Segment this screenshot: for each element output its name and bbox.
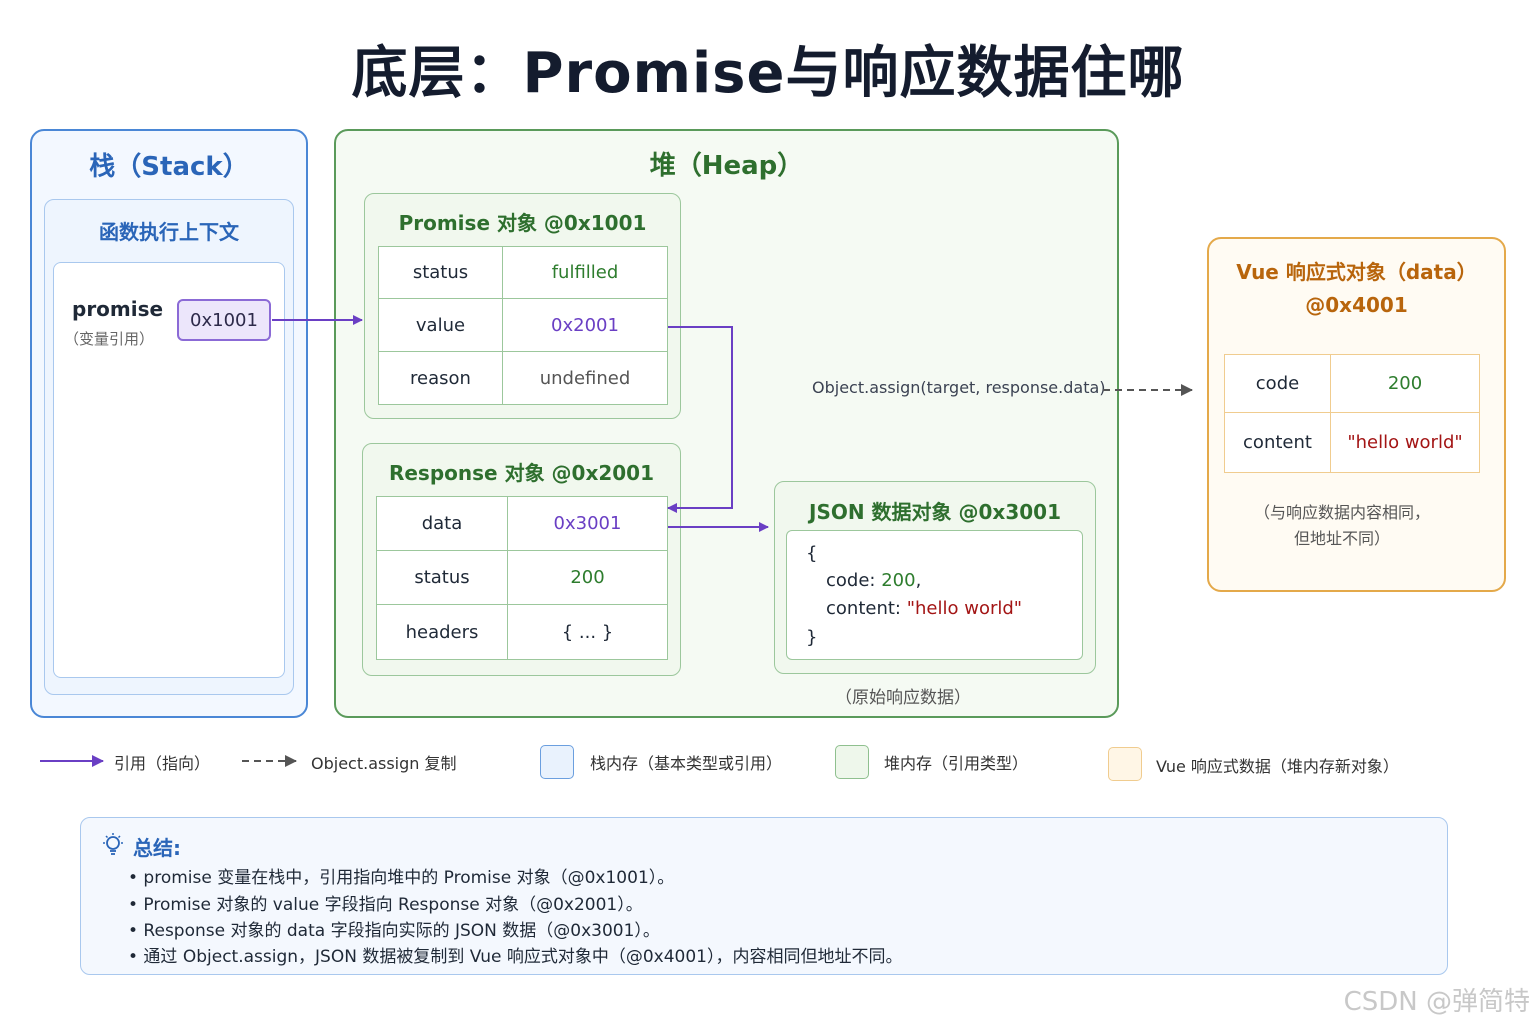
json-object-body — [786, 530, 1083, 660]
json-open-brace: { — [806, 543, 818, 564]
json-object-title: JSON 数据对象 @0x3001 — [809, 500, 1061, 524]
lightbulb-icon — [103, 833, 123, 855]
vue-object-title: Vue 响应式对象（data） @0x4001 — [1207, 256, 1506, 322]
response-object-table: data 0x3001 status 200 headers { ... } — [376, 496, 668, 660]
stack-title: 栈（Stack） — [89, 152, 249, 182]
vue-object-title-line1: Vue 响应式对象（data） — [1236, 260, 1477, 284]
vue-object-note-line2: 但地址不同） — [1293, 529, 1390, 548]
promise-variable-note: （变量引用） — [64, 330, 155, 348]
legend-heap-swatch — [835, 745, 869, 779]
summary-title: 总结: — [133, 836, 181, 860]
json-code-value: 200 — [881, 570, 916, 591]
promise-status-value: fulfilled — [502, 246, 668, 299]
promise-value-key: value — [378, 298, 503, 352]
vue-object-table: code 200 content "hello world" — [1224, 353, 1480, 473]
json-content-value: "hello world" — [906, 598, 1023, 619]
promise-reason-key: reason — [378, 351, 503, 405]
legend-heap-label: 堆内存（引用类型） — [884, 754, 1029, 773]
object-assign-label: Object.assign(target, response.data) — [812, 378, 1106, 397]
summary-line-4: • 通过 Object.assign，JSON 数据被复制到 Vue 响应式对象… — [128, 947, 903, 967]
promise-status-key: status — [378, 246, 503, 299]
watermark: CSDN @弹简特 — [1343, 987, 1530, 1017]
promise-variable-name: promise — [72, 297, 164, 321]
summary-line-2: • Promise 对象的 value 字段指向 Response 对象（@0x… — [128, 895, 643, 915]
json-close-brace: } — [806, 627, 818, 648]
json-caption: （原始响应数据） — [835, 688, 971, 708]
promise-variable-pointer: 0x1001 — [177, 299, 271, 341]
json-content-key: content: — [826, 598, 901, 619]
json-content-line: content: "hello world" — [826, 598, 1022, 619]
promise-object-title: Promise 对象 @0x1001 — [398, 211, 647, 235]
vue-object-address: @0x4001 — [1305, 293, 1408, 317]
page-title: 底层：Promise与响应数据住哪 — [351, 41, 1185, 106]
promise-object-table: status fulfilled value 0x2001 reason und… — [378, 246, 668, 405]
heap-title: 堆（Heap） — [649, 151, 804, 181]
legend-ref-label: 引用（指向） — [114, 754, 211, 773]
response-data-key: data — [376, 496, 508, 551]
execution-context-title: 函数执行上下文 — [99, 220, 239, 244]
response-headers-key: headers — [376, 604, 508, 660]
response-object-title: Response 对象 @0x2001 — [388, 461, 655, 485]
legend-stack-swatch — [540, 745, 574, 779]
json-code-key: code: — [826, 570, 876, 591]
response-data-value: 0x3001 — [507, 496, 668, 551]
vue-content-key: content — [1224, 412, 1331, 473]
legend-stack-label: 栈内存（基本类型或引用） — [590, 754, 783, 773]
promise-value-value: 0x2001 — [502, 298, 668, 352]
summary-panel — [80, 817, 1448, 975]
vue-content-value: "hello world" — [1330, 412, 1480, 473]
vue-object-note: （与响应数据内容相同， 但地址不同） — [1207, 500, 1477, 552]
promise-to-response-arrow — [667, 326, 733, 513]
response-headers-value: { ... } — [507, 604, 668, 660]
legend-assign-label: Object.assign 复制 — [311, 754, 457, 773]
summary-line-1: • promise 变量在栈中，引用指向堆中的 Promise 对象（@0x10… — [128, 868, 675, 888]
response-status-value: 200 — [507, 550, 668, 605]
summary-line-3: • Response 对象的 data 字段指向实际的 JSON 数据（@0x3… — [128, 921, 660, 941]
legend-vue-swatch — [1108, 747, 1142, 781]
json-code-line: code: 200, — [826, 570, 922, 591]
vue-code-key: code — [1224, 353, 1331, 414]
vue-code-value: 200 — [1330, 353, 1480, 414]
promise-reason-value: undefined — [502, 351, 668, 405]
vue-object-note-line1: （与响应数据内容相同， — [1253, 503, 1430, 522]
legend-vue-label: Vue 响应式数据（堆内存新对象） — [1156, 757, 1399, 776]
response-status-key: status — [376, 550, 508, 605]
